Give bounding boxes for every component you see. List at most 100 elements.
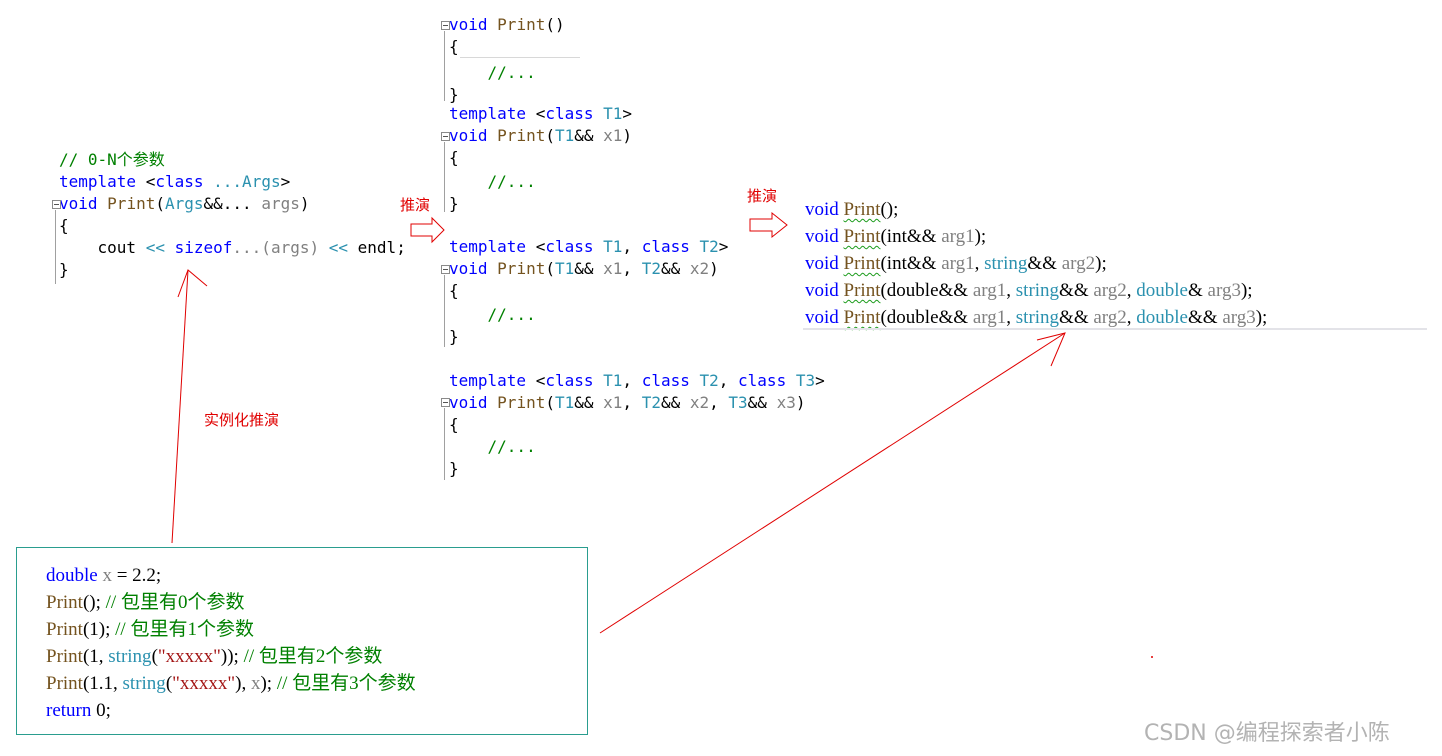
string-literal: "xxxxx": [172, 673, 236, 694]
param-type-t2: T2: [641, 393, 661, 412]
print-function-name: Print: [497, 393, 546, 412]
string-type: string: [1015, 280, 1060, 301]
param-type-t2: T2: [641, 259, 661, 278]
fold-toggle-icon[interactable]: [441, 132, 450, 141]
shift-operator-2: <<: [328, 238, 349, 257]
body-comment: //...: [487, 437, 536, 456]
instantiated-declarations: void Print(); void Print(int&& arg1); vo…: [805, 196, 1435, 336]
instance-params-end: );: [1095, 253, 1107, 274]
sizeof-args: ...(args): [232, 238, 320, 257]
separator: ,: [974, 253, 985, 274]
instantiate-arrow-line: [171, 269, 189, 544]
brace-close: }: [449, 327, 459, 346]
print-function-name: Print: [843, 199, 881, 220]
class-keyword: class: [545, 237, 594, 256]
call-comment: // 包里有2个参数: [243, 646, 383, 667]
void-keyword: void: [805, 226, 839, 247]
void-keyword: void: [449, 126, 488, 145]
watermark: CSDN @编程探索者小陈: [1144, 721, 1390, 746]
call-args: (1.1,: [82, 673, 123, 694]
string-literal: "xxxxx": [157, 646, 221, 667]
fold-toggle-icon[interactable]: [441, 21, 450, 30]
param-arg1: arg1: [972, 307, 1007, 328]
var-x: x: [250, 673, 261, 694]
class-keyword: class: [738, 371, 787, 390]
brace-open: {: [449, 37, 459, 56]
print-function-name: Print: [497, 15, 546, 34]
amp-operator: &&: [1059, 307, 1094, 328]
param-x1: x1: [603, 259, 623, 278]
param-x1: x1: [603, 126, 623, 145]
template-keyword: template: [59, 172, 137, 191]
param-arg2: arg2: [1061, 253, 1096, 274]
template-keyword: template: [449, 104, 527, 123]
param-operator: &&...: [203, 194, 252, 213]
amp-operator: &: [1188, 280, 1208, 301]
string-type: string: [1015, 307, 1060, 328]
body-comment: //...: [487, 172, 536, 191]
current-line-underline: [803, 328, 1427, 330]
parameter-pack: ...Args: [213, 172, 281, 191]
param-arg1: arg1: [972, 280, 1007, 301]
instance-params-end: );: [974, 226, 987, 247]
void-keyword: void: [449, 393, 488, 412]
amp-operator: &&: [574, 259, 594, 278]
param-type: Args: [164, 194, 204, 213]
endl-keyword: endl;: [357, 238, 406, 257]
param-arg3: arg3: [1222, 307, 1256, 328]
separator: ,: [1006, 280, 1016, 301]
param-x3: x3: [776, 393, 796, 412]
class-keyword: class: [155, 172, 204, 191]
fold-gutter-line: [444, 142, 445, 212]
overload-1-code: template <class T1> void Print(T1&& x1) …: [449, 104, 633, 213]
double-type: double: [1136, 280, 1188, 301]
fold-toggle-icon[interactable]: [52, 200, 61, 209]
call-comment: // 包里有1个参数: [115, 619, 254, 640]
amp-operator: &&: [660, 393, 681, 412]
param-arg1: arg1: [941, 253, 975, 274]
void-keyword: void: [805, 199, 839, 220]
param-arg3: arg3: [1207, 280, 1241, 301]
deduce-arrow-2: [749, 211, 788, 239]
print-function-name: Print: [843, 280, 881, 301]
fold-toggle-icon[interactable]: [441, 265, 450, 274]
brace-open: {: [59, 216, 69, 235]
param-type-t1: T1: [554, 393, 575, 412]
void-keyword: void: [805, 253, 839, 274]
instances-arrow-head: [1036, 332, 1066, 367]
print-call: Print: [46, 619, 83, 640]
template-keyword: template: [449, 237, 527, 256]
instance-params: (int&&: [880, 253, 942, 274]
param-x1: x1: [603, 393, 623, 412]
param-name: args: [261, 194, 300, 213]
brace-close: }: [449, 194, 459, 213]
overload-2-code: template <class T1, class T2> void Print…: [449, 237, 729, 346]
separator: ,: [1006, 307, 1016, 328]
call-comment: // 包里有3个参数: [276, 673, 416, 694]
param-x2: x2: [689, 259, 710, 278]
print-call: Print: [46, 646, 83, 667]
instances-arrow-line: [599, 332, 1066, 634]
brace-close: }: [449, 459, 459, 478]
void-keyword: void: [59, 194, 98, 213]
print-function-name: Print: [843, 307, 881, 328]
deduce-label-2: 推演: [747, 187, 778, 205]
deduce-arrow-1: [410, 216, 445, 244]
shift-operator: <<: [145, 238, 165, 257]
string-type: string: [122, 673, 166, 694]
param-type-t1: T1: [554, 259, 575, 278]
call-args: (1,: [82, 646, 109, 667]
amp-operator: &&: [1188, 307, 1223, 328]
fold-toggle-icon[interactable]: [441, 398, 450, 407]
return-value: 0;: [91, 700, 111, 721]
call-site-code: double x = 2.2; Print(); // 包里有0个参数 Prin…: [46, 565, 416, 721]
separator: ,: [1126, 280, 1137, 301]
call-args: ();: [82, 592, 101, 613]
void-keyword: void: [449, 259, 488, 278]
deduce-label-1: 推演: [400, 196, 431, 214]
print-function-name: Print: [107, 194, 156, 213]
assignment: = 2.2;: [111, 565, 162, 586]
param-x2: x2: [689, 393, 710, 412]
void-keyword: void: [805, 307, 839, 328]
brace-open: {: [449, 148, 459, 167]
